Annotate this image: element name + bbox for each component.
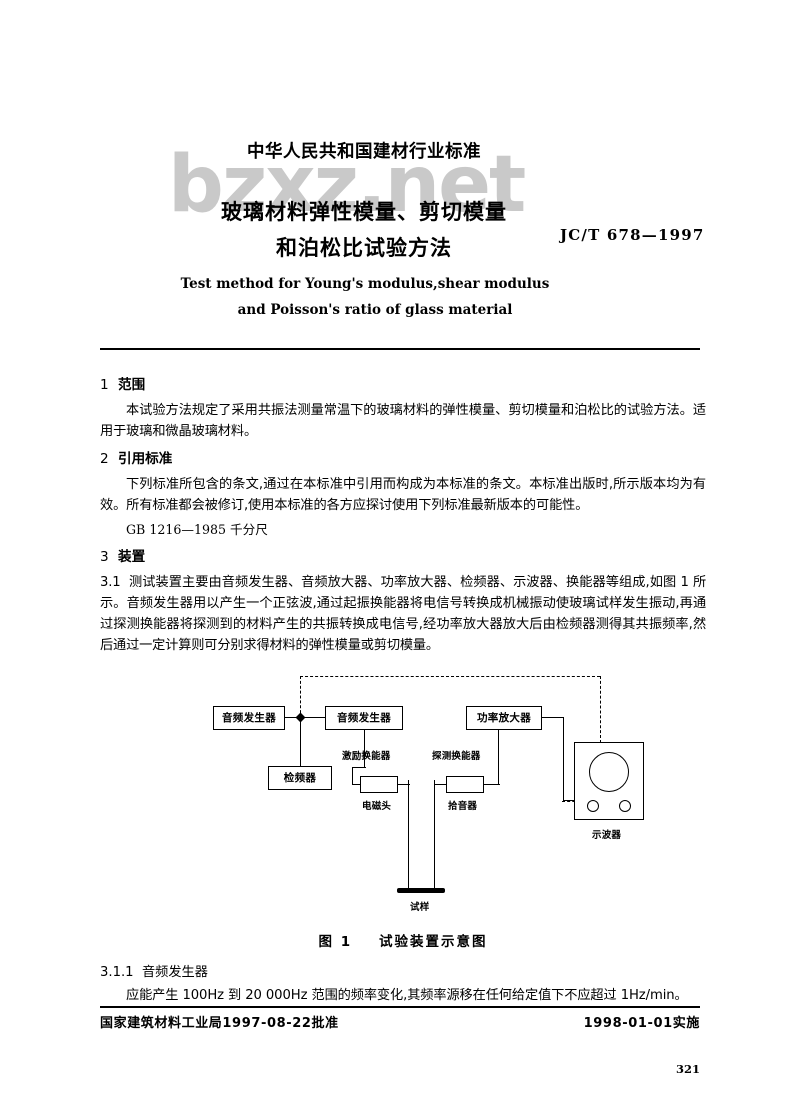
wire-exciter-left-drop (352, 767, 354, 785)
box-frequency-detector-label: 检频器 (283, 771, 317, 784)
dashed-loop-top (300, 676, 600, 677)
standard-number: JC/T 678—1997 (560, 226, 705, 244)
referenced-standard-gb1216: GB 1216—1985 千分尺 (126, 522, 268, 537)
wire-pickup-to-specimen (434, 780, 436, 890)
wire-leftbox-to-junction (285, 717, 303, 719)
label-pickup: 拾音器 (448, 801, 478, 812)
oscilloscope-knob-left (587, 800, 599, 812)
wire-poweramp-output (542, 717, 564, 719)
section-3-1-1-block: 3.1.1 音频发生器 应能产生 100Hz 到 20 000Hz 范围的频率变… (100, 956, 706, 1007)
document-title-line-2: 和泊松比试验方法 (276, 236, 452, 260)
section-3-heading: 3 装置 (100, 547, 706, 568)
label-specimen: 试样 (410, 902, 430, 913)
english-title-line-1: Test method for Young's modulus,shear mo… (180, 276, 550, 292)
section-3-1-1-paragraph: 应能产生 100Hz 到 20 000Hz 范围的频率变化,其频率源移在任何给定… (126, 988, 688, 1003)
figure-1-caption-number: 图 1 (318, 934, 353, 950)
wire-poweramp-to-scope (563, 717, 565, 801)
header-divider-rule (100, 348, 700, 350)
section-2-number: 2 (100, 451, 109, 467)
clause-3-1-text: 测试装置主要由音频发生器、音频放大器、功率放大器、检频器、示波器、换能器等组成,… (100, 575, 706, 653)
section-3-1-1-title: 音频发生器 (141, 965, 208, 980)
label-excitation-transducer: 激励换能器 (342, 751, 391, 762)
smallbox-pickup (446, 776, 484, 793)
wire-pickup-right-exit (484, 784, 500, 786)
document-title-line-1: 玻璃材料弹性模量、剪切模量 (221, 200, 507, 224)
section-3-1-1-heading: 3.1.1 音频发生器 (100, 962, 706, 983)
wire-emhead-to-specimen (408, 780, 410, 890)
figure-1-apparatus-diagram: 音频发生器 检频器 音频发生器 (100, 672, 706, 940)
wire-scope-input (563, 800, 575, 802)
label-electromagnetic-head: 电磁头 (362, 801, 392, 812)
dashed-loop-left (300, 676, 301, 718)
wire-exciter-left-entry (352, 784, 360, 786)
dashed-loop-right (600, 676, 601, 802)
wire-junction-to-rightbox (303, 717, 325, 719)
wire-pickup-left-exit (434, 784, 447, 786)
section-1-number: 1 (100, 377, 109, 393)
section-1-title: 范围 (118, 377, 146, 393)
box-audio-generator-left: 音频发生器 (213, 706, 285, 730)
section-3-title: 装置 (118, 549, 146, 565)
section-2-title: 引用标准 (118, 451, 173, 467)
box-audio-generator-right-label: 音频发生器 (337, 711, 391, 724)
issuer-line: 中华人民共和国建材行业标准 (247, 142, 481, 162)
section-3-1-1-number: 3.1.1 (100, 965, 134, 980)
wire-rightbox-to-exciter (352, 767, 366, 769)
specimen-bar (397, 888, 445, 893)
smallbox-electromagnetic-head (360, 776, 398, 793)
watermark-bzxz: bzxz.net (168, 140, 526, 230)
footer-approval: 国家建筑材料工业局1997-08-22批准 (100, 1016, 339, 1031)
document-body: 1 范围 本试验方法规定了采用共振法测量常温下的玻璃材料的弹性模量、剪切模量和泊松… (100, 368, 706, 659)
wire-junction-to-detector (300, 718, 302, 766)
box-audio-generator-left-label: 音频发生器 (222, 711, 276, 724)
figure-1-caption-text: 试验装置示意图 (378, 934, 488, 950)
section-1-heading: 1 范围 (100, 375, 706, 396)
clause-3-1: 3.1 测试装置主要由音频发生器、音频放大器、功率放大器、检频器、示波器、换能器… (100, 572, 706, 656)
footer-implementation: 1998-01-01实施 (583, 1016, 700, 1031)
footer-divider-rule (100, 1006, 700, 1008)
section-3-number: 3 (100, 549, 109, 565)
label-oscilloscope: 示波器 (592, 830, 622, 841)
section-2-heading: 2 引用标准 (100, 449, 706, 470)
section-1-paragraph: 本试验方法规定了采用共振法测量常温下的玻璃材料的弹性模量、剪切模量和泊松比的试验… (100, 403, 706, 439)
box-power-amplifier: 功率放大器 (466, 706, 542, 730)
label-detection-transducer: 探测换能器 (432, 751, 481, 762)
english-title-line-2: and Poisson's ratio of glass material (237, 302, 513, 318)
wire-rightbox-down (364, 730, 366, 768)
wire-emhead-right-exit (398, 784, 410, 786)
oscilloscope-screen (589, 752, 629, 792)
section-2-paragraph: 下列标准所包含的条文,通过在本标准中引用而构成为本标准的条文。本标准出版时,所示… (100, 477, 706, 513)
box-power-amplifier-label: 功率放大器 (477, 711, 531, 724)
box-frequency-detector: 检频器 (268, 766, 332, 790)
clause-3-1-number: 3.1 (100, 575, 121, 590)
wire-pickup-to-poweramp (498, 730, 500, 785)
page-number: 321 (675, 1062, 700, 1076)
oscilloscope-knob-right (619, 800, 631, 812)
figure-1-caption: 图 1 试验装置示意图 (100, 930, 706, 950)
box-audio-generator-right: 音频发生器 (325, 706, 403, 730)
